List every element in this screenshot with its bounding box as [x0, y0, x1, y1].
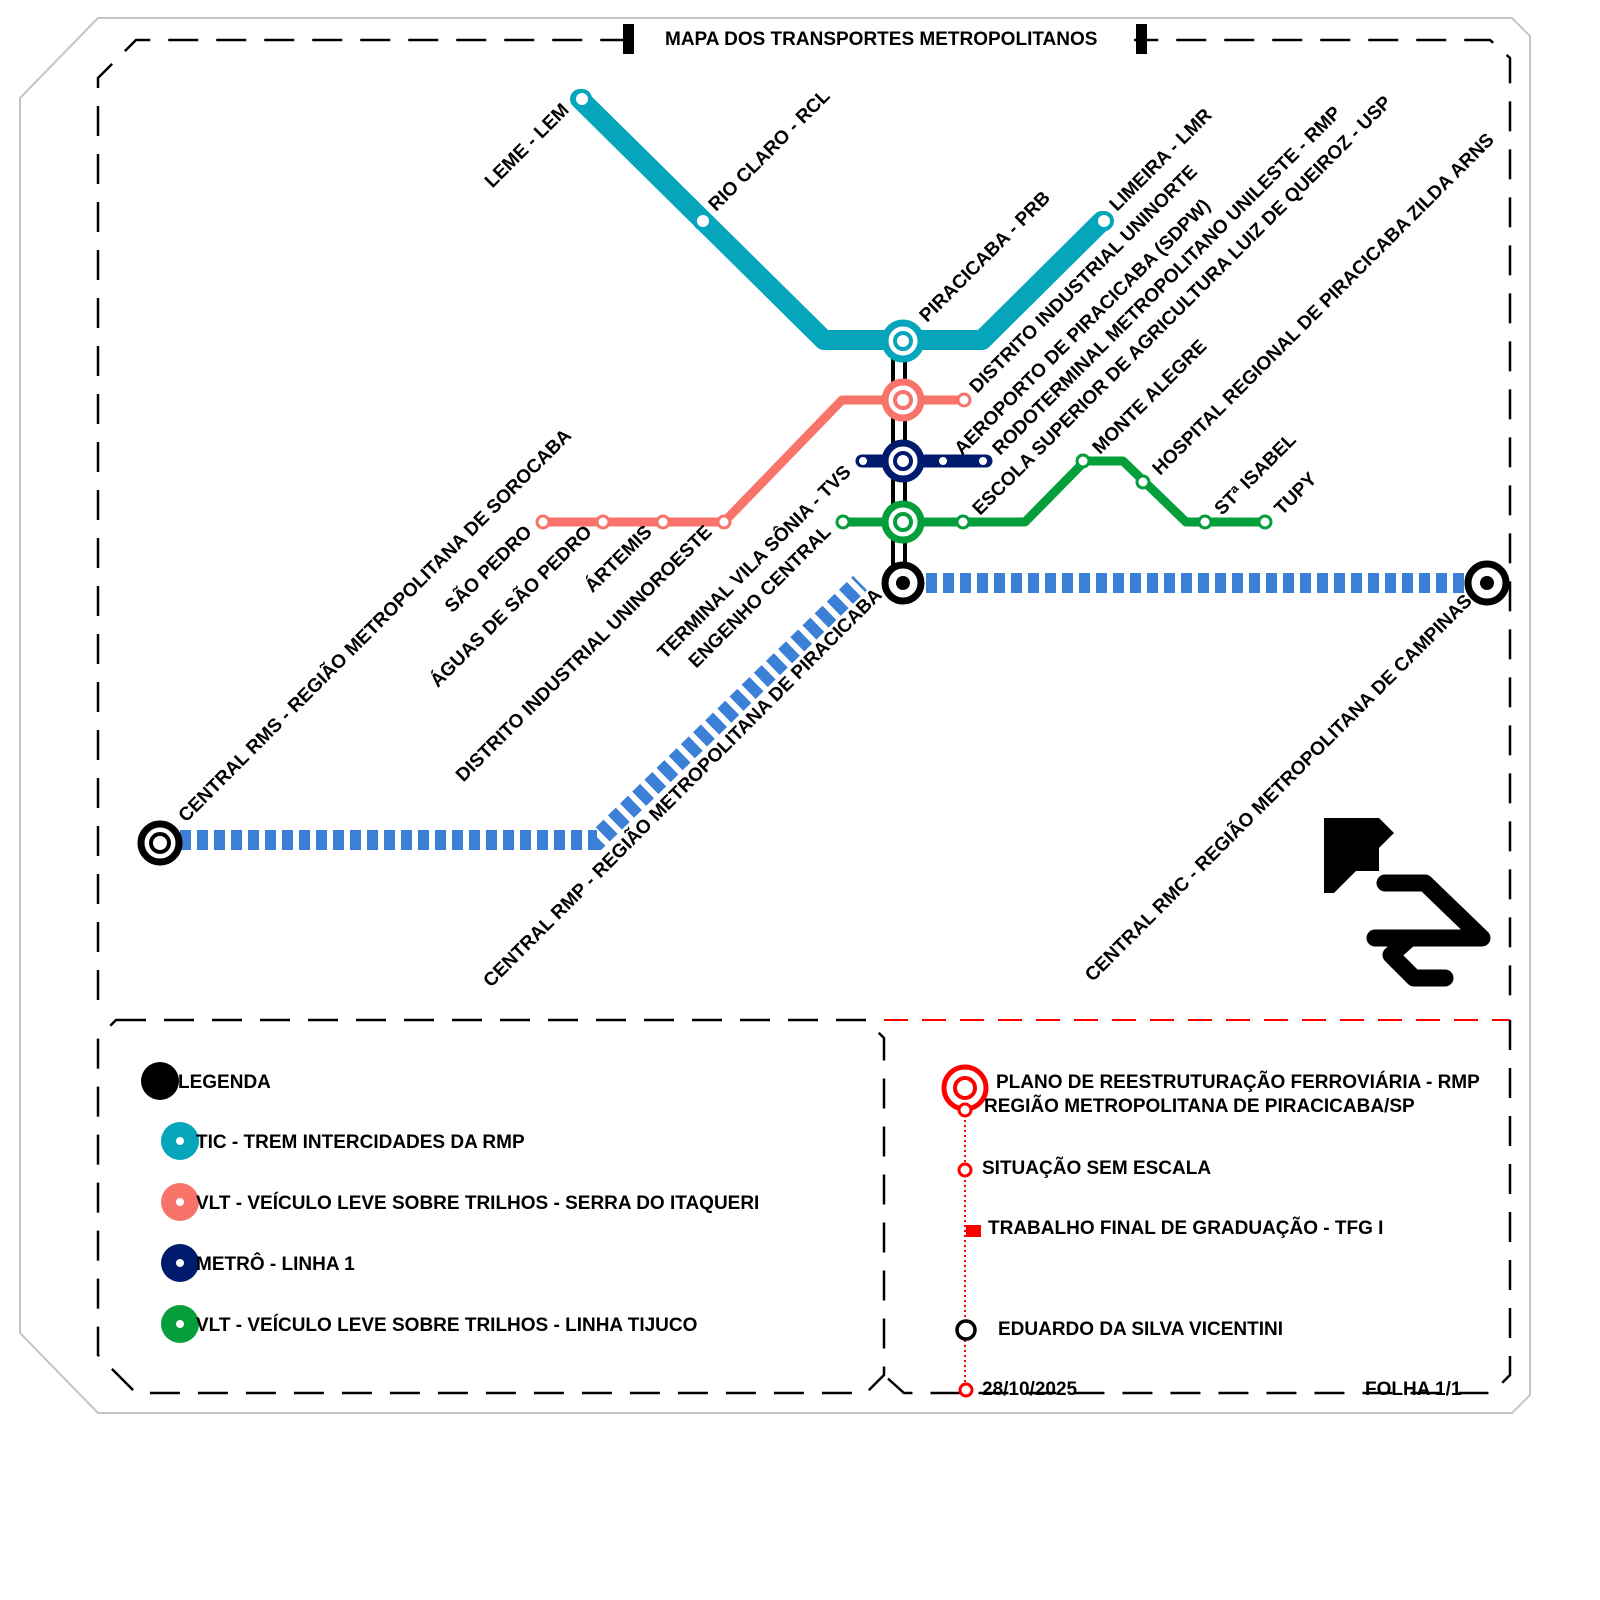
station-artemis[interactable] — [655, 514, 671, 530]
station-distrito-uninoroeste[interactable] — [716, 514, 732, 530]
station-rodoterminal[interactable] — [979, 457, 987, 465]
svg-text:METRÔ - LINHA 1: METRÔ - LINHA 1 — [196, 1253, 355, 1275]
metro-stations — [859, 457, 987, 465]
vlt-itaqueri-stations — [535, 392, 972, 530]
label-hospital: HOSPITAL REGIONAL DE PIRACICABA ZILDA AR… — [1149, 130, 1499, 480]
legend-item-metro: METRÔ - LINHA 1 — [161, 1244, 355, 1282]
station-sta-isabel[interactable] — [1197, 514, 1213, 530]
label-central-rmc: CENTRAL RMC - REGIÃO METROPOLITANA DE CA… — [1081, 590, 1477, 986]
hub-central-rms[interactable] — [137, 820, 183, 866]
legend-title-icon — [141, 1062, 179, 1100]
label-leme: LEME - LEM — [481, 100, 573, 192]
hub-central-rmp[interactable] — [881, 561, 925, 605]
legend-title: LEGENDA — [178, 1072, 271, 1093]
svg-text:TIC - TREM INTERCIDADES DA RMP: TIC - TREM INTERCIDADES DA RMP — [196, 1132, 525, 1153]
title-bar-left — [623, 24, 634, 54]
regional-line-west — [180, 575, 867, 850]
station-esalq[interactable] — [955, 514, 971, 530]
station-sao-pedro[interactable] — [535, 514, 551, 530]
plan-line2-marker — [957, 1102, 973, 1118]
hub-vlt-itaqueri[interactable] — [881, 378, 925, 422]
legend-item-vlt-tijuco: VLT - VEÍCULO LEVE SOBRE TRILHOS - LINHA… — [161, 1305, 697, 1343]
outer-frame — [19, 17, 1531, 1414]
plan-line1: PLANO DE REESTRUTURAÇÃO FERROVIÁRIA - RM… — [996, 1071, 1480, 1093]
station-limeira[interactable] — [1094, 211, 1114, 231]
station-tupy[interactable] — [1257, 514, 1273, 530]
hub-tic[interactable] — [881, 319, 925, 363]
hub-metro[interactable] — [881, 439, 925, 483]
svg-text:VLT - VEÍCULO LEVE SOBRE TRILH: VLT - VEÍCULO LEVE SOBRE TRILHOS - LINHA… — [196, 1314, 697, 1336]
date-marker — [958, 1382, 974, 1398]
scale-note: SITUAÇÃO SEM ESCALA — [982, 1157, 1211, 1179]
legend-item-vlt-itaqueri: VLT - VEÍCULO LEVE SOBRE TRILHOS - SERRA… — [161, 1183, 759, 1221]
plan-line2: REGIÃO METROPOLITANA DE PIRACICABA/SP — [984, 1095, 1415, 1117]
station-aguas[interactable] — [595, 514, 611, 530]
station-engenho[interactable] — [835, 514, 851, 530]
vlt-tijuco-stations — [835, 453, 1273, 530]
sheet-number: FOLHA 1/1 — [1365, 1379, 1462, 1400]
info-panel-border — [883, 1020, 1512, 1395]
tic-stations — [572, 89, 1114, 231]
label-tupy: TUPY — [1271, 469, 1322, 520]
work-title: TRABALHO FINAL DE GRADUAÇÃO - TFG I — [988, 1217, 1383, 1239]
station-distrito-uninorte[interactable] — [956, 392, 972, 408]
station-rio-claro[interactable] — [693, 211, 713, 231]
scale-marker — [957, 1162, 973, 1178]
station-leme[interactable] — [572, 89, 592, 109]
legend-item-tic: TIC - TREM INTERCIDADES DA RMP — [161, 1122, 525, 1160]
date: 28/10/2025 — [982, 1379, 1078, 1400]
station-monte-alegre[interactable] — [1075, 453, 1091, 469]
north-arrow-icon — [1324, 818, 1491, 987]
map-title: MAPA DOS TRANSPORTES METROPOLITANOS — [665, 29, 1097, 50]
label-piracicaba: PIRACICABA - PRB — [916, 188, 1055, 327]
title-bar-right — [1136, 24, 1147, 54]
hub-vlt-tijuco[interactable] — [881, 500, 925, 544]
author-marker — [955, 1319, 977, 1341]
label-rio-claro: RIO CLARO - RCL — [705, 85, 835, 215]
author-name: EDUARDO DA SILVA VICENTINI — [998, 1319, 1283, 1340]
hub-central-rmc[interactable] — [1464, 560, 1510, 606]
work-marker — [966, 1225, 981, 1237]
station-tvs[interactable] — [859, 457, 867, 465]
legend-panel-border — [96, 1018, 886, 1395]
station-aeroporto[interactable] — [939, 457, 947, 465]
station-hospital[interactable] — [1135, 474, 1151, 490]
svg-text:VLT - VEÍCULO LEVE SOBRE TRILH: VLT - VEÍCULO LEVE SOBRE TRILHOS - SERRA… — [196, 1192, 759, 1214]
label-central-rms: CENTRAL RMS - REGIÃO METROPOLITANA DE SO… — [174, 424, 576, 826]
